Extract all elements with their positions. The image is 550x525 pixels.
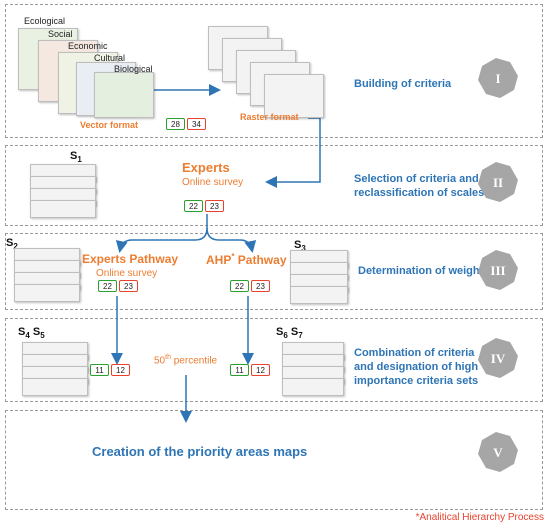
badge-step2-green: 22 <box>184 200 203 212</box>
badge-experts-pathway: 22 23 <box>98 280 138 292</box>
badge-combination-right: 11 12 <box>230 364 270 376</box>
scenario-s3-label: S3 <box>294 239 306 254</box>
footnote: *Analitical Hierarchy Process <box>415 512 544 523</box>
badge-experts-pathway-red: 23 <box>119 280 138 292</box>
step-4-title: Combination of criteria and designation … <box>354 347 479 387</box>
badge-step1-green: 28 <box>166 118 185 130</box>
label-cultural: Cultural <box>94 53 126 63</box>
badge-combination-right-red: 12 <box>251 364 270 376</box>
step-1-title: Building of criteria <box>354 78 452 90</box>
panel-step-4 <box>5 318 543 402</box>
step-2-title: Selection of criteria and reclassificati… <box>354 173 485 199</box>
label-raster-format: Raster format <box>240 112 299 122</box>
label-economic: Economic <box>68 41 108 51</box>
experts-pathway-subtitle: Online survey <box>96 268 158 279</box>
panel-step-5 <box>5 410 543 510</box>
badge-step2: 22 23 <box>184 200 224 212</box>
badge-ahp-pathway-red: 23 <box>251 280 270 292</box>
badge-combination-left: 11 12 <box>90 364 130 376</box>
scenario-s4-s5-label: S4 S5 <box>18 326 45 341</box>
badge-step2-red: 23 <box>205 200 224 212</box>
badge-ahp-pathway-green: 22 <box>230 280 249 292</box>
badge-step1: 28 34 <box>166 118 206 130</box>
brace-split <box>115 214 208 253</box>
percentile-label: 50th percentile <box>154 354 218 367</box>
arrow-raster-to-experts <box>265 117 321 188</box>
label-ecological: Ecological <box>24 16 66 26</box>
scenario-s1-label: S1 <box>70 150 82 165</box>
final-title: Creation of the priority areas maps <box>92 444 308 459</box>
experts-subtitle: Online survey <box>182 177 244 188</box>
scenario-s6-s7-label: S6 S7 <box>276 326 303 341</box>
label-social: Social <box>48 29 73 39</box>
badge-step1-red: 34 <box>187 118 206 130</box>
raster-map-5 <box>264 74 324 118</box>
s2-map-4 <box>14 284 80 302</box>
s3-map-4 <box>290 286 348 304</box>
ahp-pathway-title: AHP* Pathway <box>206 252 287 267</box>
label-biological: Biological <box>114 64 153 74</box>
s45-map-4 <box>22 378 88 396</box>
layer-biological-map <box>94 72 154 118</box>
s1-map-4 <box>30 200 96 218</box>
experts-title: Experts <box>182 160 230 175</box>
badge-ahp-pathway: 22 23 <box>230 280 270 292</box>
badge-combination-left-green: 11 <box>90 364 109 376</box>
brace-split-right <box>206 227 257 253</box>
label-vector-format: Vector format <box>80 120 139 130</box>
step-3-title: Determination of weights <box>358 265 490 277</box>
scenario-s2-label: S2 <box>6 237 18 252</box>
s67-map-4 <box>282 378 344 396</box>
panel-step-1 <box>5 4 543 138</box>
badge-experts-pathway-green: 22 <box>98 280 117 292</box>
panel-step-3 <box>5 233 543 310</box>
experts-pathway-title: Experts Pathway <box>82 252 179 266</box>
badge-combination-right-green: 11 <box>230 364 249 376</box>
badge-combination-left-red: 12 <box>111 364 130 376</box>
panel-step-2 <box>5 145 543 226</box>
